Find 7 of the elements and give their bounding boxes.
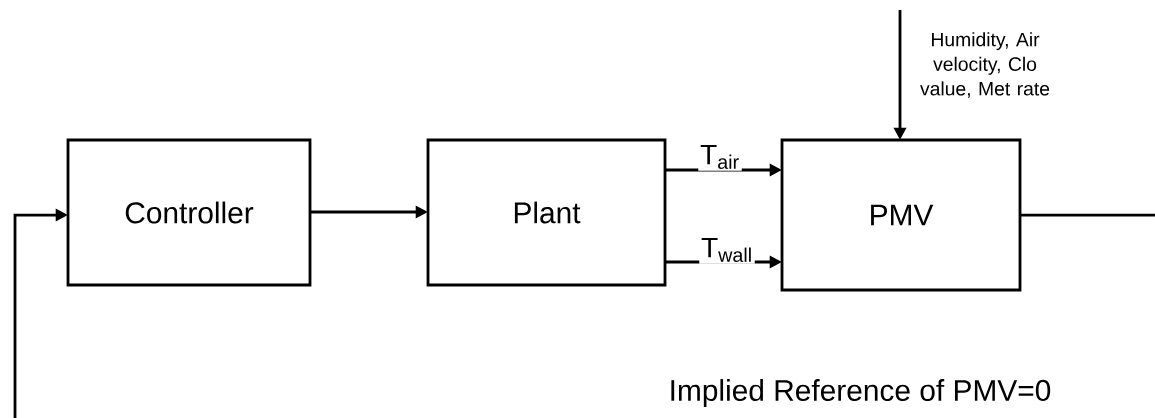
edge-label: T$_{air}$ <box>698 143 742 171</box>
block-box: Plant <box>426 138 667 287</box>
edge-label: Humidity, Air velocity, Clo value, Met rate <box>908 30 1062 100</box>
block-box: PMV <box>780 138 1022 292</box>
block-box: Controller <box>66 138 312 287</box>
edge-label: T$_{wall}$ <box>699 236 755 264</box>
note-text: Implied Reference of PMV=0 <box>671 379 1051 407</box>
